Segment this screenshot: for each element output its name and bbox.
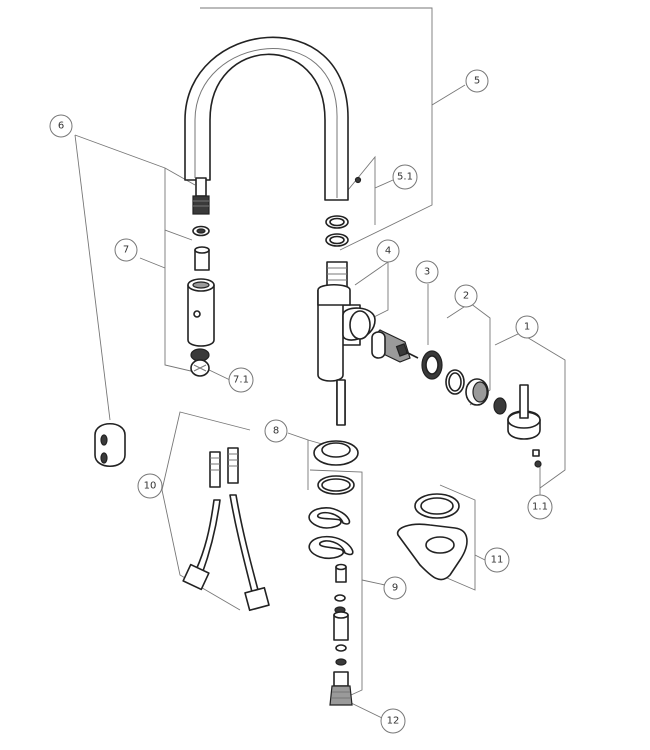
washer-small (192, 225, 210, 237)
callout-label-6: 6 (58, 121, 64, 132)
callout-5-1: 5.1 (392, 164, 418, 190)
flexible-hoses (182, 447, 270, 612)
lever-handle (507, 384, 541, 440)
callout-label-7-1: 7.1 (233, 375, 249, 386)
handle-adapter (493, 397, 507, 415)
callout-1: 1 (515, 315, 539, 339)
callout-label-11: 11 (491, 555, 504, 566)
callout-label-2: 2 (463, 291, 469, 302)
callout-6: 6 (49, 114, 73, 138)
counterweight (94, 422, 126, 468)
callout-label-10: 10 (144, 481, 157, 492)
callout-label-4: 4 (385, 246, 391, 257)
callout-label-8: 8 (273, 426, 279, 437)
base-plate (396, 523, 468, 581)
cover-ring (445, 369, 465, 395)
flex-hose-right (227, 447, 270, 612)
cover-cap (465, 378, 489, 406)
callout-2: 2 (454, 284, 478, 308)
callout-10: 10 (137, 473, 163, 499)
callout-label-5: 5 (474, 76, 480, 87)
hose-coupling (329, 671, 353, 706)
callout-label-12: 12 (387, 716, 400, 727)
o-ring-base (317, 475, 355, 495)
spout (184, 36, 362, 201)
callout-label-3: 3 (424, 267, 430, 278)
callout-1-1: 1.1 (527, 494, 553, 520)
callout-8: 8 (264, 419, 288, 443)
callout-4: 4 (376, 239, 400, 263)
callout-5: 5 (465, 69, 489, 93)
spray-head-body (187, 278, 215, 347)
cartridge (371, 329, 419, 363)
horseshoe-washer-lower (308, 535, 354, 560)
callout-label-1: 1 (524, 322, 530, 333)
callout-7: 7 (114, 238, 138, 262)
grub-screw (354, 176, 362, 184)
spout-o-rings (325, 215, 349, 247)
base-gasket (414, 493, 460, 519)
callout-3: 3 (415, 260, 439, 284)
tap-body (317, 283, 376, 426)
hose-insert (194, 246, 210, 271)
spray-nozzle (190, 348, 210, 377)
base-seal (313, 440, 359, 466)
hose-connector (192, 177, 210, 215)
horseshoe-washer-upper (308, 507, 351, 529)
callout-7-1: 7.1 (228, 367, 254, 393)
callout-9: 9 (383, 576, 407, 600)
callout-label-9: 9 (392, 583, 398, 594)
callout-label-5-1: 5.1 (397, 172, 413, 183)
callout-label-1-1: 1.1 (532, 502, 548, 513)
callout-12: 12 (380, 708, 406, 734)
flex-hose-left (182, 451, 221, 591)
fixing-stud-parts (333, 594, 349, 666)
handle-grub-screw (532, 449, 542, 468)
mounting-nut (335, 563, 347, 583)
callout-label-7: 7 (123, 245, 129, 256)
cartridge-nut (421, 350, 443, 380)
callout-11: 11 (484, 547, 510, 573)
